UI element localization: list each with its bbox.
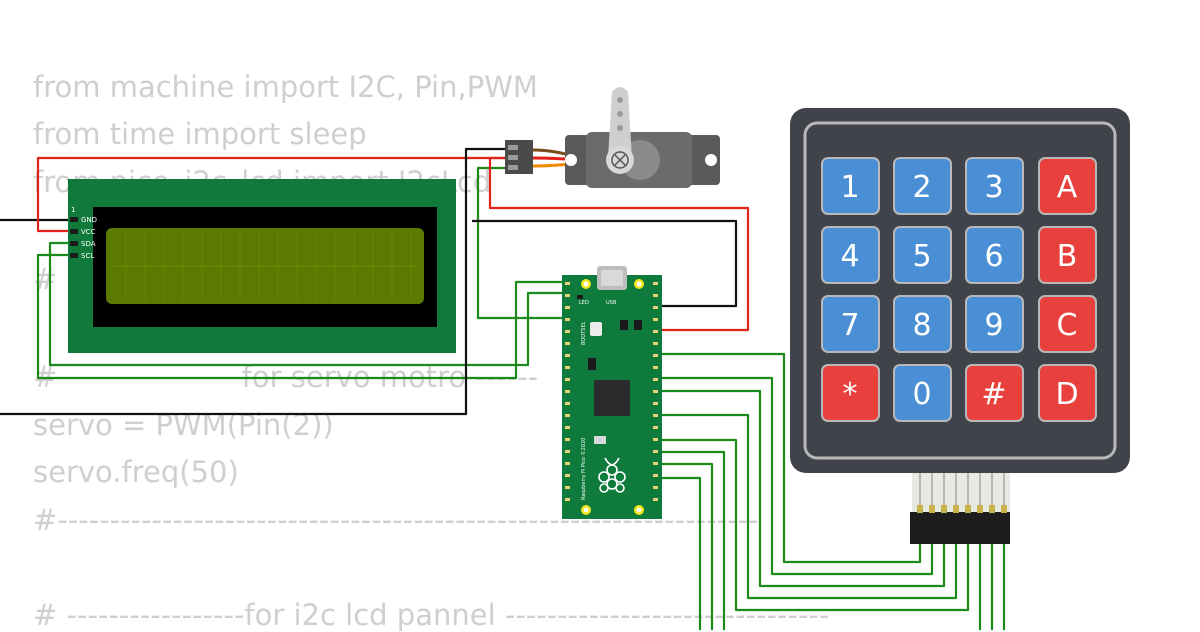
code-line: # -----------------for i2c lcd pannel --… [33,598,830,632]
key-8[interactable]: 8 [912,308,931,343]
lcd-pin-label: VCC [81,228,96,236]
key-a[interactable]: A [1057,170,1078,205]
lcd-pixel-grid [110,232,420,300]
key-d[interactable]: D [1055,377,1078,412]
keypad-4x4[interactable]: 1 2 3 A 4 5 6 B 7 8 9 C [790,108,1130,544]
key-9[interactable]: 9 [984,308,1003,343]
raspberry-logo-icon [598,457,626,493]
lcd-module[interactable]: 1 GND VCC SDA SCL [68,179,456,353]
raspberry-pi-pico[interactable]: LED USB BOOTSEL Raspberry Pi Pico ©2020 [562,266,662,519]
keypad-ribbon [912,470,1010,515]
pico-pin-headers [565,282,658,501]
lcd-pin-marker: 1 [71,206,75,214]
key-c[interactable]: C [1057,308,1078,343]
rp2040-chip [594,380,630,416]
key-hash[interactable]: # [981,377,1006,412]
key-4[interactable]: 4 [840,239,859,274]
wires [0,147,1006,630]
key-3[interactable]: 3 [984,170,1003,205]
lcd-pin-label: GND [81,216,97,224]
key-2[interactable]: 2 [912,170,931,205]
code-line: from time import sleep [33,117,367,151]
lcd-pin-label: SCL [81,252,94,260]
servo-motor[interactable] [505,87,720,188]
key-1[interactable]: 1 [840,170,859,205]
key-7[interactable]: 7 [840,308,859,343]
keypad-connector [910,512,1010,544]
bootsel-button[interactable] [590,322,602,336]
code-line: from machine import I2C, Pin,PWM [33,70,538,104]
led-indicator [577,295,583,299]
pico-usb-label: USB [606,300,617,306]
pico-led-label: LED [579,300,589,306]
key-0[interactable]: 0 [912,377,931,412]
bootsel-label: BOOTSEL [581,321,587,345]
key-star[interactable]: * [843,377,858,412]
pico-board-text: Raspberry Pi Pico ©2020 [580,438,587,500]
key-b[interactable]: B [1057,239,1078,274]
key-5[interactable]: 5 [912,239,931,274]
key-6[interactable]: 6 [984,239,1003,274]
lcd-pin-label: SDA [81,240,96,248]
servo-horn[interactable] [608,87,632,158]
code-line: servo.freq(50) [33,455,239,489]
lcd-pins: GND VCC SDA SCL [70,216,97,260]
